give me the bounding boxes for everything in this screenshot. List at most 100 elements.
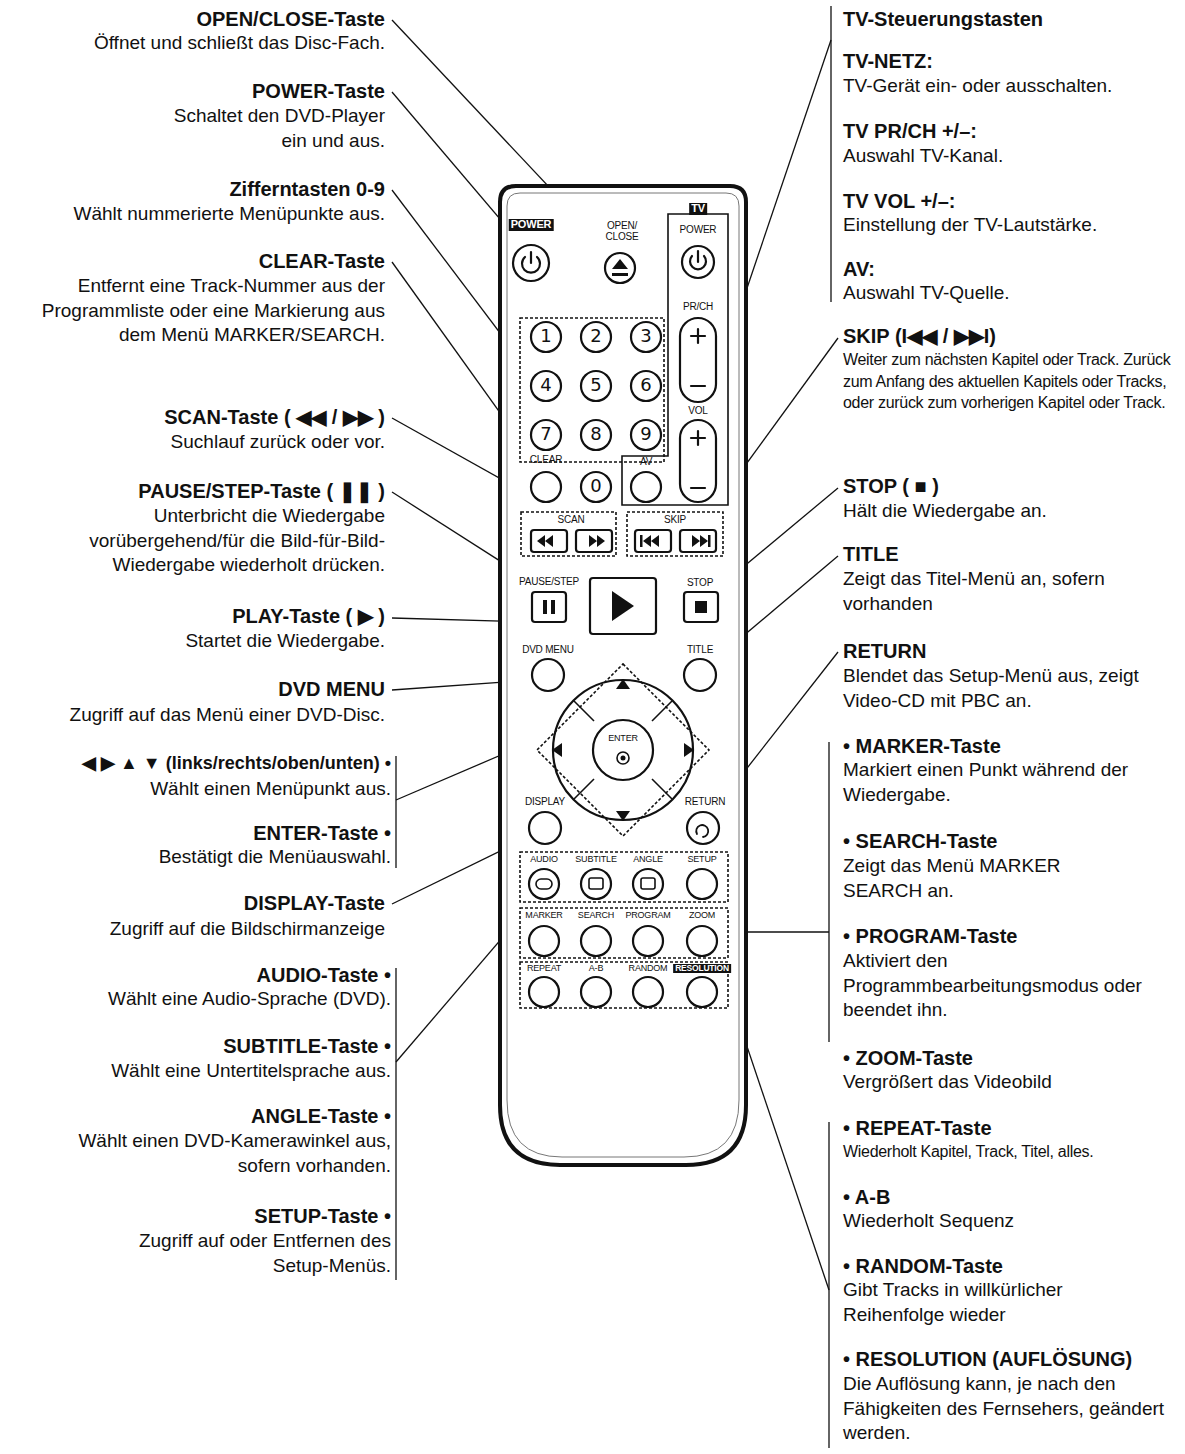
button-label: ANGLE xyxy=(633,855,663,864)
button-label: AV xyxy=(640,457,652,468)
button-label: 4 xyxy=(540,376,551,395)
button-label: RESOLUTION xyxy=(673,964,731,973)
callout-text: Aktiviert den Programmbearbeitungsmodus … xyxy=(843,949,1173,1023)
callout-heading: SETUP-Taste • xyxy=(7,1203,391,1229)
button-label: VOL xyxy=(688,406,707,417)
callout-text: Schaltet den DVD-Player ein und aus. xyxy=(145,104,385,153)
button-label: ZOOM xyxy=(689,911,715,920)
button-label: RANDOM xyxy=(629,964,668,973)
callout-heading: • RESOLUTION (AUFLÖSUNG) xyxy=(843,1346,1178,1372)
callout-heading: TV-NETZ: xyxy=(843,48,1173,74)
callout-heading: • ZOOM-Taste xyxy=(843,1045,1173,1071)
callout-heading: OPEN/CLOSE-Taste xyxy=(5,6,385,32)
callout-heading: • MARKER-Taste xyxy=(843,733,1173,759)
callout-text: Hält die Wiedergabe an. xyxy=(843,499,1173,524)
callout-text: Die Auflösung kann, je nach den Fähigkei… xyxy=(843,1372,1178,1446)
button-label: 2 xyxy=(590,327,601,346)
callout-text: Suchlauf zurück oder vor. xyxy=(5,430,385,455)
callout-text: Startet die Wiedergabe. xyxy=(5,629,385,654)
button-label: 3 xyxy=(640,327,651,346)
button-label: POWER xyxy=(680,225,717,236)
callout-text: Bestätigt die Menüauswahl. xyxy=(7,845,391,870)
callout-heading: TV VOL +/–: xyxy=(843,188,1173,214)
button-label: 7 xyxy=(540,425,551,444)
button-label: REPEAT xyxy=(527,964,561,973)
callout-heading: STOP ( ■ ) xyxy=(843,473,1173,499)
callout-text: Entfernt eine Track-Nummer aus der Progr… xyxy=(40,274,385,348)
button-label: MARKER xyxy=(525,911,562,920)
button-groups xyxy=(520,214,728,1008)
button-label: A-B xyxy=(589,964,603,973)
button-label: PAUSE/STEP xyxy=(519,577,579,588)
callout-heading: PLAY-Taste ( ▶ ) xyxy=(5,603,385,629)
leader-lines xyxy=(392,6,838,1448)
button-label: PR/CH xyxy=(683,302,713,313)
button-label: 9 xyxy=(640,425,651,444)
callout-heading: SKIP (I◀◀ / ▶▶I) xyxy=(843,323,1173,349)
callout-heading: CLEAR-Taste xyxy=(5,248,385,274)
callout-text: Zugriff auf die Bildschirmanzeige xyxy=(5,917,385,942)
callout-text: Wählt nummerierte Menüpunkte aus. xyxy=(5,202,385,227)
callout-heading: • A-B xyxy=(843,1184,1173,1210)
button-label: 8 xyxy=(590,425,601,444)
callout-heading: ENTER-Taste • xyxy=(7,820,391,846)
callout-heading: POWER-Taste xyxy=(5,78,385,104)
callout-heading: TV PR/CH +/–: xyxy=(843,118,1173,144)
button-label: TITLE xyxy=(687,645,713,656)
button-label: 5 xyxy=(590,376,601,395)
callout-text: Zugriff auf oder Entfernen des Setup-Men… xyxy=(91,1229,391,1278)
button-label: DISPLAY xyxy=(525,797,565,808)
callout-heading: TV-Steuerungstasten xyxy=(843,6,1173,32)
callout-text: Wählt eine Untertitelsprache aus. xyxy=(7,1059,391,1084)
callout-heading: • REPEAT-Taste xyxy=(843,1115,1173,1141)
callout-heading: ANGLE-Taste • xyxy=(7,1103,391,1129)
callout-text: Auswahl TV-Quelle. xyxy=(843,281,1173,306)
callout-heading: AV: xyxy=(843,256,1173,282)
button-label: STOP xyxy=(687,578,713,589)
callout-text: Zeigt das Menü MARKER SEARCH an. xyxy=(843,854,1133,903)
remote-body xyxy=(500,186,746,1165)
callout-text: Wiederholt Sequenz xyxy=(843,1209,1173,1234)
callout-text: Wählt eine Audio-Sprache (DVD). xyxy=(7,987,391,1012)
callout-text: Vergrößert das Videobild xyxy=(843,1070,1173,1095)
button-label: OPEN/ CLOSE xyxy=(601,221,643,242)
callout-heading: • RANDOM-Taste xyxy=(843,1253,1173,1279)
button-label: ENTER xyxy=(608,734,638,743)
callout-heading: DVD MENU xyxy=(5,676,385,702)
callout-text: Blendet das Setup-Menü aus, zeigt Video-… xyxy=(843,664,1173,713)
button-label: 1 xyxy=(540,327,551,346)
button-label: RETURN xyxy=(685,797,725,808)
button-label: SKIP xyxy=(664,515,686,526)
callout-text: TV-Gerät ein- oder ausschalten. xyxy=(843,74,1173,99)
callout-heading: • PROGRAM-Taste xyxy=(843,923,1173,949)
callout-text: Einstellung der TV-Lautstärke. xyxy=(843,213,1173,238)
callout-text: Wählt einen Menüpunkt aus. xyxy=(7,777,391,802)
callout-text: Markiert einen Punkt während der Wiederg… xyxy=(843,758,1163,807)
button-label: AUDIO xyxy=(530,855,558,864)
button-symbol-strokes xyxy=(522,251,708,889)
button-label: 0 xyxy=(590,477,601,496)
button-label: 6 xyxy=(640,376,651,395)
callout-text: Wiederholt Kapitel, Track, Titel, alles. xyxy=(843,1141,1178,1163)
callout-text: Gibt Tracks in willkürlicher Reihenfolge… xyxy=(843,1278,1163,1327)
button-label: SEARCH xyxy=(578,911,614,920)
remote-inner-edge xyxy=(507,193,739,1157)
callout-heading: SCAN-Taste ( ◀◀ / ▶▶ ) xyxy=(5,404,385,430)
callout-heading: DISPLAY-Taste xyxy=(5,890,385,916)
button-label: DVD MENU xyxy=(522,645,574,656)
callout-text: Zugriff auf das Menü einer DVD-Disc. xyxy=(5,703,385,728)
callout-text: Wählt einen DVD-Kamerawinkel aus, sofern… xyxy=(56,1129,391,1178)
callout-heading: • SEARCH-Taste xyxy=(843,828,1173,854)
callout-text: Auswahl TV-Kanal. xyxy=(843,144,1173,169)
callout-text: Öffnet und schließt das Disc-Fach. xyxy=(5,31,385,56)
callout-heading: SUBTITLE-Taste • xyxy=(7,1033,391,1059)
callout-text: Unterbricht die Wiedergabe vorübergehend… xyxy=(13,504,385,578)
callout-heading: TITLE xyxy=(843,541,1173,567)
callout-heading: ◀ ▶ ▲ ▼ (links/rechts/oben/unten) • xyxy=(7,752,391,775)
button-label: SUBTITLE xyxy=(575,855,616,864)
callout-text: Weiter zum nächsten Kapitel oder Track. … xyxy=(843,349,1178,414)
button-label: SCAN xyxy=(558,515,585,526)
button-label: CLEAR xyxy=(530,455,562,466)
callout-text: Zeigt das Titel-Menü an, sofern vorhande… xyxy=(843,567,1173,616)
callout-heading: AUDIO-Taste • xyxy=(7,962,391,988)
